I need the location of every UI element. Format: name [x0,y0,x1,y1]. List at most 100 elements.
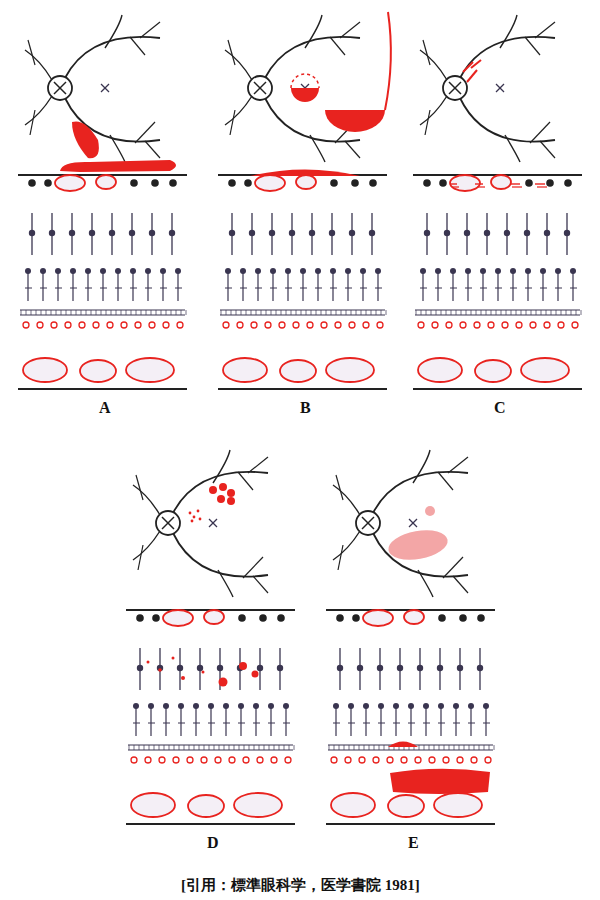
stroke [220,309,385,310]
stroke [468,723,475,724]
stroke [23,322,29,328]
stroke [253,703,259,709]
stroke [136,475,143,500]
stroke [418,570,433,597]
stroke [37,322,43,328]
stroke [546,310,547,315]
stroke [254,82,266,94]
stroke [55,288,62,289]
stroke [530,122,550,143]
stroke [362,517,374,529]
stroke [311,310,312,315]
stroke [491,310,492,315]
vessel [23,358,67,382]
stroke [356,310,357,315]
stroke [261,310,262,315]
stroke [21,310,22,315]
stroke [467,70,477,82]
stroke [136,614,144,622]
stroke [537,186,547,187]
stroke [106,310,107,315]
stroke [425,110,430,135]
stroke [126,823,295,825]
stroke [285,268,291,274]
stroke [468,703,474,709]
stroke [510,268,516,274]
stroke [438,703,444,709]
panel-letter: E [408,834,419,852]
stroke [264,745,265,750]
stroke [218,570,233,597]
stroke [253,576,268,593]
stroke [484,230,490,236]
stroke [360,288,367,289]
stroke [46,310,47,315]
stroke [268,703,274,709]
stroke [257,757,263,763]
stroke [271,310,272,315]
stroke [217,495,225,503]
stroke [361,310,362,315]
stroke [443,557,463,578]
stroke [564,179,572,187]
vessel [418,358,462,382]
stroke [413,388,582,390]
stroke [229,757,235,763]
vessel [521,358,569,382]
stroke [330,37,345,55]
stroke [446,322,452,328]
vessel [475,360,511,382]
stroke [436,310,437,315]
stroke [36,310,37,315]
stroke [28,179,36,187]
stroke [44,179,52,187]
stroke [130,268,136,274]
stroke [246,310,247,315]
stroke [175,268,181,274]
stroke [129,230,135,236]
stroke [434,745,435,750]
stroke [228,179,236,187]
stroke [26,310,27,315]
panel-letter: C [494,399,506,417]
stroke [457,665,463,671]
stroke [116,310,117,315]
stroke [456,310,457,315]
stroke [140,22,160,38]
stroke [148,723,155,724]
stroke [333,723,340,724]
stroke [157,665,163,671]
stroke [363,322,369,328]
stroke [128,749,293,750]
panel-letter: B [300,399,311,417]
retinal-vessel [460,98,555,142]
stroke [540,141,555,158]
stroke [452,186,459,187]
stroke [249,745,250,750]
stroke [321,310,322,315]
stroke [294,745,295,750]
stroke [197,510,200,513]
stroke [420,50,447,80]
stroke [218,388,387,390]
stroke [265,322,271,328]
retinal-vessel [173,533,268,577]
stroke [415,309,580,310]
stroke [423,179,431,187]
stroke [179,745,180,750]
stroke [151,310,152,315]
stroke [291,310,292,315]
stroke [85,268,91,274]
stroke [162,517,174,529]
stroke [269,230,275,236]
stroke [217,665,223,671]
stroke [551,310,552,315]
stroke [29,230,35,236]
vessel [255,175,285,191]
stroke [169,745,170,750]
stroke [229,745,230,750]
stroke [259,614,267,622]
stroke [277,665,283,671]
stroke [219,745,220,750]
stroke [348,703,354,709]
